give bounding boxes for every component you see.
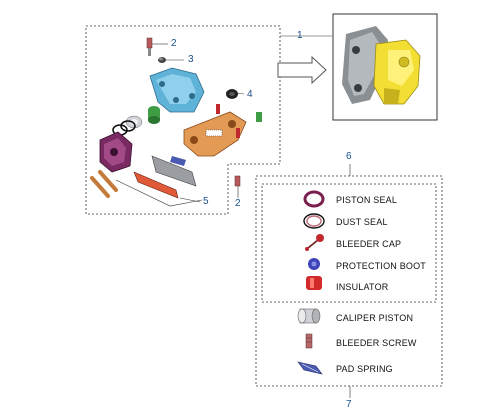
caliper-piston-label: CALIPER PISTON — [336, 313, 414, 323]
kit-outer-frame — [255, 175, 443, 387]
red-parts — [216, 104, 240, 138]
callout-2-bottom: 2 — [235, 198, 241, 209]
insulator-label: INSULATOR — [336, 282, 389, 292]
caliper-body — [149, 67, 205, 113]
protection-boot-icon — [308, 258, 320, 270]
pad-spring-exploded — [170, 156, 186, 166]
callout-4: 4 — [247, 89, 253, 100]
dust-seal-icon — [303, 213, 325, 229]
caliper-piston-icon — [297, 308, 321, 324]
callout-2-top: 2 — [171, 38, 177, 49]
brake-pads — [133, 155, 197, 199]
bleeder-cap-label: BLEEDER CAP — [336, 239, 402, 249]
kit-inner-frame — [261, 183, 437, 303]
assembled-caliper-image — [332, 13, 438, 121]
green-bush — [148, 106, 160, 124]
piston-seal-icon — [303, 190, 325, 208]
pad-spring-icon — [297, 361, 323, 375]
protection-boot-label: PROTECTION BOOT — [336, 261, 427, 271]
callout-1: 1 — [297, 30, 303, 41]
callout-7: 7 — [346, 399, 352, 410]
callout-5: 5 — [203, 196, 209, 207]
piston-seal-label: PISTON SEAL — [336, 195, 398, 205]
bleeder-screw-top — [146, 37, 153, 56]
bleeder-screw-icon — [305, 333, 313, 349]
exploded-piston — [125, 115, 143, 129]
exploded-assembly-frame — [85, 25, 281, 215]
callout-6: 6 — [346, 151, 352, 162]
callout-3: 3 — [188, 54, 194, 65]
bleeder-cap-icon — [305, 234, 324, 251]
guide-sleeve — [205, 129, 223, 137]
cap-part-3 — [158, 57, 166, 63]
bleeder-screw-bottom — [234, 175, 241, 187]
caliper-half — [99, 131, 133, 173]
leader-lines — [115, 35, 351, 398]
insulator-icon — [306, 276, 322, 290]
rubber-bush-part-4 — [226, 89, 238, 99]
pad-spring-label: PAD SPRING — [336, 364, 393, 374]
bleeder-screw-label: BLEEDER SCREW — [336, 338, 417, 348]
dust-seal-label: DUST SEAL — [336, 217, 388, 227]
assembly-arrow — [277, 55, 327, 85]
green-cap-right — [256, 112, 262, 122]
guide-pins — [90, 170, 118, 198]
